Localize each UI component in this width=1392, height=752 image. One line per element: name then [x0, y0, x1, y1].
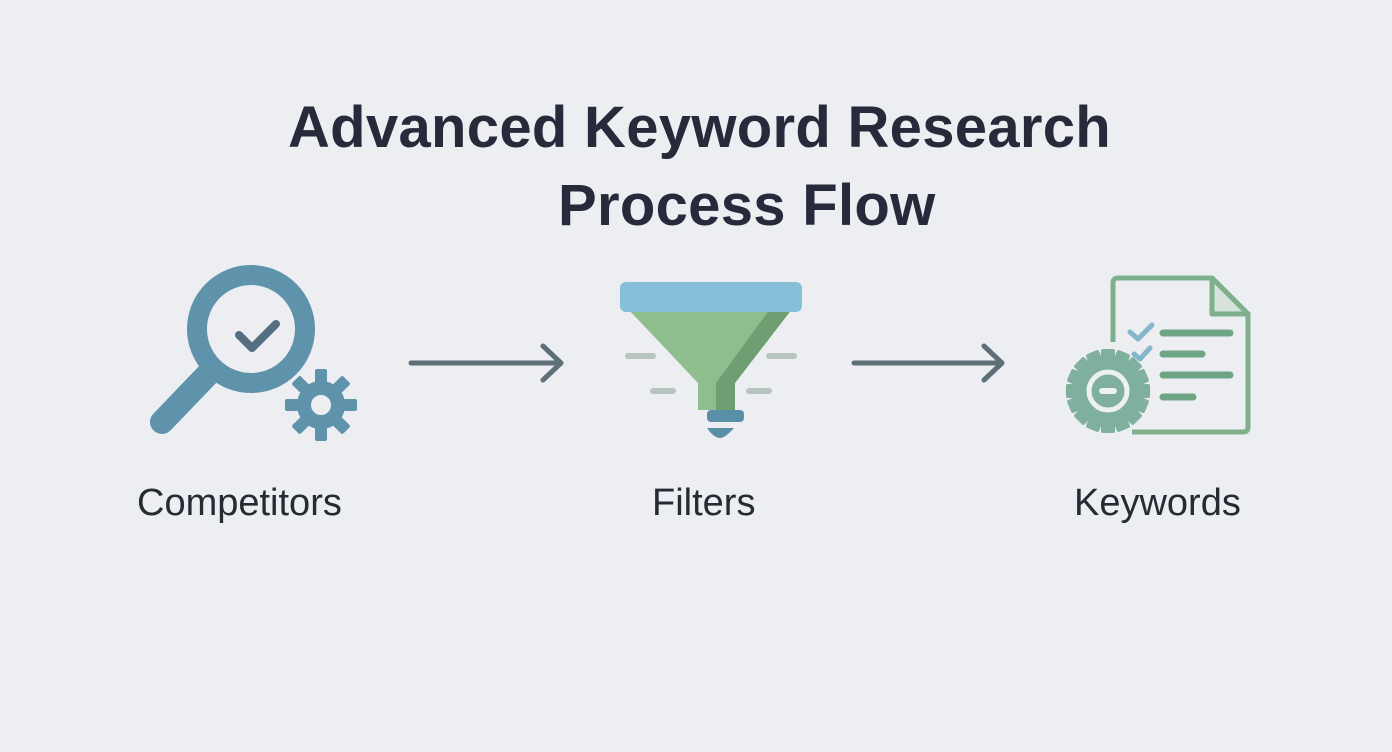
funnel-icon	[620, 282, 802, 438]
step-label-keywords: Keywords	[1074, 482, 1241, 524]
document-checklist-gear-icon	[1066, 275, 1251, 435]
title-line-1: Advanced Keyword Research	[288, 95, 1112, 160]
magnifier-handle	[150, 360, 222, 434]
filter-lines	[625, 353, 797, 394]
check-icon	[1131, 345, 1153, 362]
gear-icon	[285, 369, 357, 441]
funnel-body	[628, 309, 792, 410]
check-icon	[1127, 322, 1155, 342]
arrow-right-icon	[851, 343, 1005, 383]
arrow-right-icon	[408, 343, 564, 383]
checklist-lines	[1159, 329, 1234, 401]
check-icon	[235, 320, 280, 352]
document-outline	[1110, 275, 1251, 435]
step-label-filters: Filters	[652, 482, 756, 524]
magnifier-check-gear-icon	[150, 265, 357, 441]
funnel-top	[620, 282, 802, 312]
funnel-shadow	[716, 309, 792, 410]
magnifier-lens	[187, 265, 315, 393]
step-label-competitors: Competitors	[137, 482, 342, 524]
gear-icon	[1066, 349, 1150, 433]
title-line-2: Process Flow	[558, 173, 936, 238]
